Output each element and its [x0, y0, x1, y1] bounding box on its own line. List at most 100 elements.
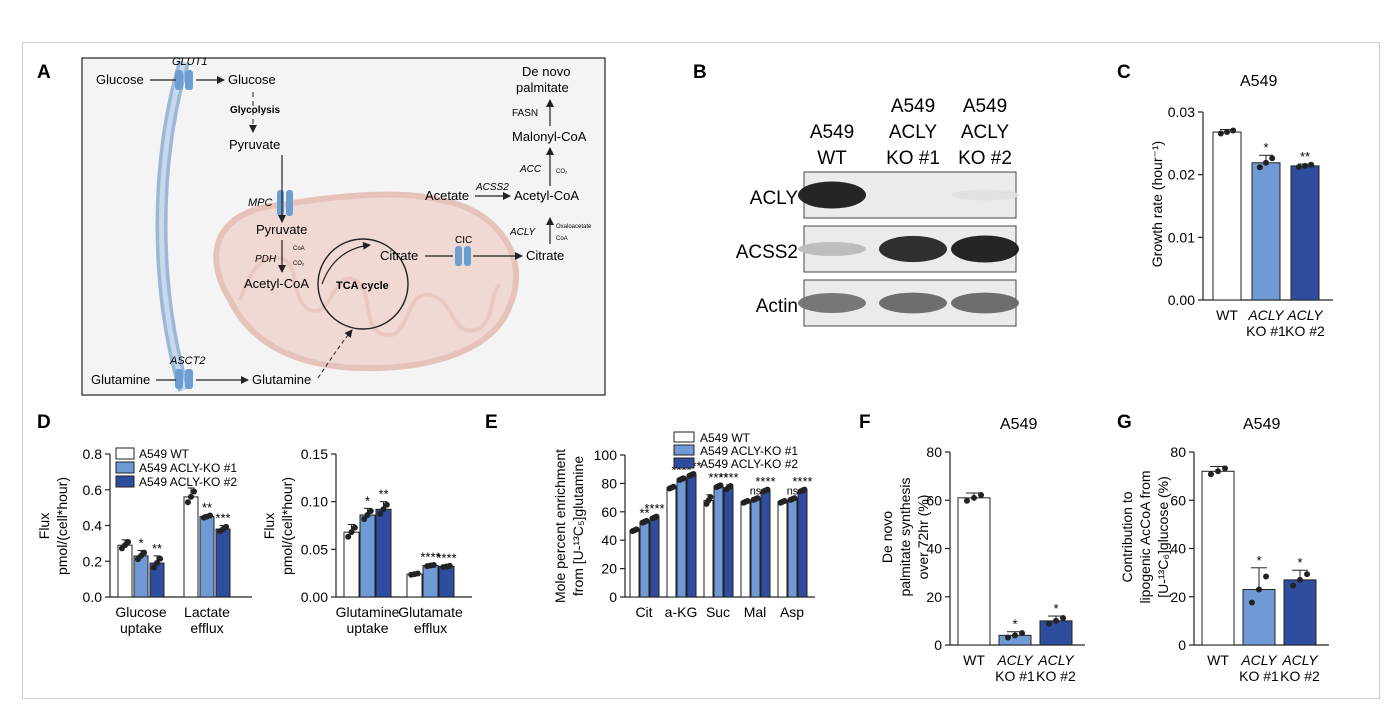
panel-a-letter: A	[37, 62, 51, 83]
bar	[740, 501, 751, 598]
blot-header-line2: A549	[810, 122, 854, 143]
blot-row-label: Actin	[756, 296, 798, 317]
x-tick-label: KO #2	[1036, 668, 1076, 684]
data-point	[380, 506, 387, 513]
significance-label: **	[1300, 149, 1310, 164]
data-point	[377, 510, 384, 517]
blot-band	[879, 235, 947, 263]
svg-text:Glucose: Glucose	[96, 72, 144, 87]
blot-band	[951, 189, 1019, 201]
bar	[676, 478, 687, 598]
data-point	[1019, 630, 1026, 637]
y-tick-label: 0.00	[1168, 292, 1195, 308]
x-tick-label: KO #1	[1246, 323, 1286, 339]
x-tick-label: efflux	[414, 620, 447, 636]
panel-e-letter: E	[485, 412, 498, 433]
bar	[199, 516, 215, 598]
data-point	[1248, 599, 1255, 606]
bar	[957, 497, 991, 646]
significance-label: **	[639, 505, 649, 520]
blot-band	[879, 292, 947, 314]
bar	[1283, 579, 1317, 646]
y-tick-label: 0.15	[301, 446, 328, 462]
y-tick-label: 20	[601, 561, 617, 577]
svg-text:Malonyl-CoA: Malonyl-CoA	[512, 129, 587, 144]
bar	[787, 498, 798, 598]
bar	[1212, 131, 1242, 301]
bar	[723, 487, 734, 598]
svg-text:Acetyl-CoA: Acetyl-CoA	[244, 276, 309, 291]
svg-text:CO₂: CO₂	[293, 261, 305, 267]
legend-swatch	[115, 447, 135, 460]
y-tick-label: 60	[1170, 492, 1186, 508]
y-tick-label: 0.2	[83, 553, 103, 569]
data-point	[781, 498, 788, 505]
data-point	[430, 561, 437, 568]
data-point	[364, 512, 371, 519]
svg-text:Citrate: Citrate	[380, 248, 418, 263]
y-axis-label: from [U-¹³C₅]glutamine	[570, 456, 586, 596]
svg-text:ACC: ACC	[519, 164, 542, 175]
y-axis-label: pmol/(cell*hour)	[279, 477, 295, 575]
significance-label: ****	[792, 474, 812, 489]
data-point	[791, 495, 798, 502]
data-point	[1256, 164, 1263, 171]
legend-swatch	[673, 444, 695, 456]
y-tick-label: 0.8	[83, 446, 103, 462]
significance-label: ****	[644, 501, 664, 516]
x-tick-label: uptake	[120, 620, 162, 636]
svg-text:PDH: PDH	[255, 254, 277, 265]
bar	[1251, 162, 1281, 301]
data-point	[1004, 634, 1011, 641]
data-point	[744, 498, 751, 505]
y-tick-label: 0	[934, 637, 942, 653]
x-tick-label: WT	[1216, 307, 1238, 323]
y-tick-label: 0	[609, 589, 617, 605]
x-tick-label: Asp	[780, 604, 804, 620]
data-point	[383, 501, 390, 508]
data-point	[414, 570, 421, 577]
blot-header-line2: ACLY	[889, 122, 938, 143]
legend-swatch	[673, 431, 695, 443]
svg-text:CIC: CIC	[455, 235, 472, 246]
blot-band	[798, 293, 866, 313]
x-tick-label: Glutamine	[336, 604, 400, 620]
data-point	[717, 482, 724, 489]
x-tick-label: WT	[1207, 652, 1229, 668]
panel-a: A GLUT1 MPC CIC ASCT2	[37, 56, 606, 396]
x-tick-label: ACLY	[1240, 652, 1278, 668]
data-point	[141, 549, 148, 556]
significance-label: *	[1256, 553, 1261, 568]
data-point	[764, 486, 771, 493]
panel-d-letter: D	[37, 412, 51, 433]
legend-label: A549 ACLY-KO #2	[139, 475, 237, 489]
x-tick-label: ACLY	[1247, 307, 1285, 323]
bar	[713, 485, 724, 598]
x-tick-label: KO #2	[1280, 668, 1320, 684]
significance-label: *	[138, 536, 143, 551]
y-axis-label: Growth rate (hour⁻¹)	[1149, 141, 1165, 267]
data-point	[223, 523, 230, 530]
x-tick-label: KO #2	[1285, 323, 1325, 339]
y-tick-label: 0.02	[1168, 167, 1195, 183]
data-point	[978, 491, 985, 498]
blot-band	[798, 242, 866, 256]
blot-row-label: ACLY	[750, 188, 799, 209]
y-tick-label: 20	[926, 589, 942, 605]
y-axis-label: Flux	[36, 513, 52, 539]
blot-band	[798, 181, 866, 209]
data-point	[963, 497, 970, 504]
data-point	[801, 486, 808, 493]
legend-label: A549 ACLY-KO #2	[700, 457, 798, 471]
blot-header-line2: ACLY	[961, 122, 1010, 143]
svg-text:Citrate: Citrate	[526, 248, 564, 263]
data-point	[446, 562, 453, 569]
data-point	[1289, 582, 1296, 589]
data-point	[1302, 162, 1308, 169]
data-point	[680, 475, 687, 482]
svg-text:CoA: CoA	[293, 246, 305, 252]
svg-text:CoA: CoA	[556, 236, 568, 242]
data-point	[150, 564, 157, 571]
